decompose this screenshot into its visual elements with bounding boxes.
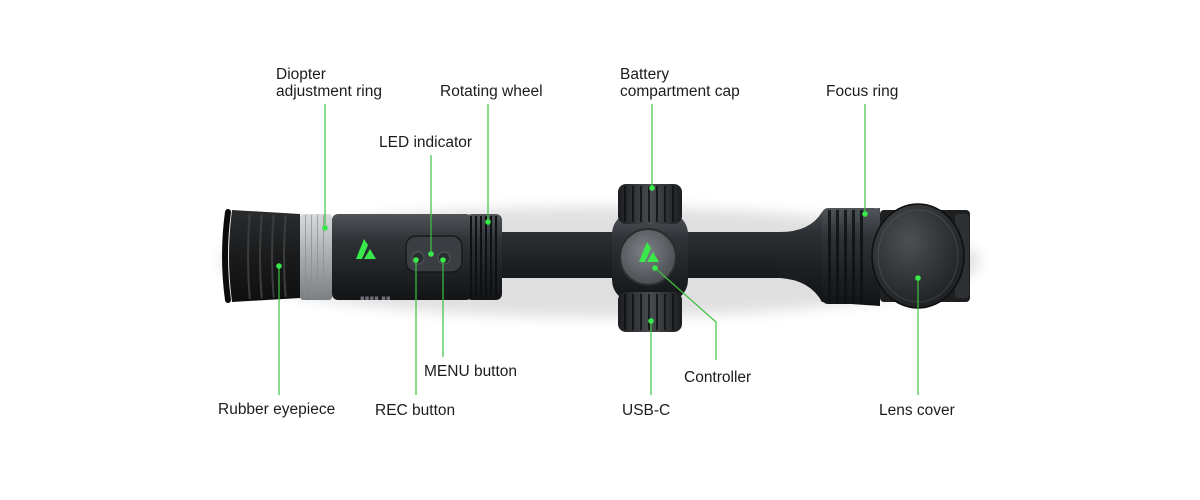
label-diopter-line2: adjustment ring [276,83,382,100]
label-rec-button: REC button [375,402,456,419]
label-lens-cover: Lens cover [879,402,955,419]
brand-logo-icon [356,239,376,259]
rubber-eyepiece [222,209,300,303]
leader-controller [654,267,717,360]
rotating-wheel [466,214,502,300]
label-battery-line2: compartment cap [620,83,740,100]
label-usb-c: USB-C [622,402,671,419]
rec-button-shape [411,251,425,265]
controller [619,228,677,286]
label-rubber-eyepiece: Rubber eyepiece [218,401,336,418]
label-rotating-wheel: Rotating wheel [440,83,543,100]
label-diopter-line1: Diopter [276,66,326,83]
svg-text:▪▪▪▪ ▪▪: ▪▪▪▪ ▪▪ [360,294,391,302]
label-menu-button: MENU button [424,363,518,380]
label-focus-ring: Focus ring [826,83,899,100]
label-controller: Controller [684,369,752,386]
label-battery-line1: Battery [620,66,670,83]
controller-logo-icon [639,242,659,262]
leader-dots [276,185,921,324]
leader-lines [278,104,919,395]
label-battery-compartment-cap: Battery compartment cap [620,66,740,100]
label-led-indicator: LED indicator [379,134,473,151]
label-diopter-adjustment-ring: Diopter adjustment ring [276,66,382,100]
